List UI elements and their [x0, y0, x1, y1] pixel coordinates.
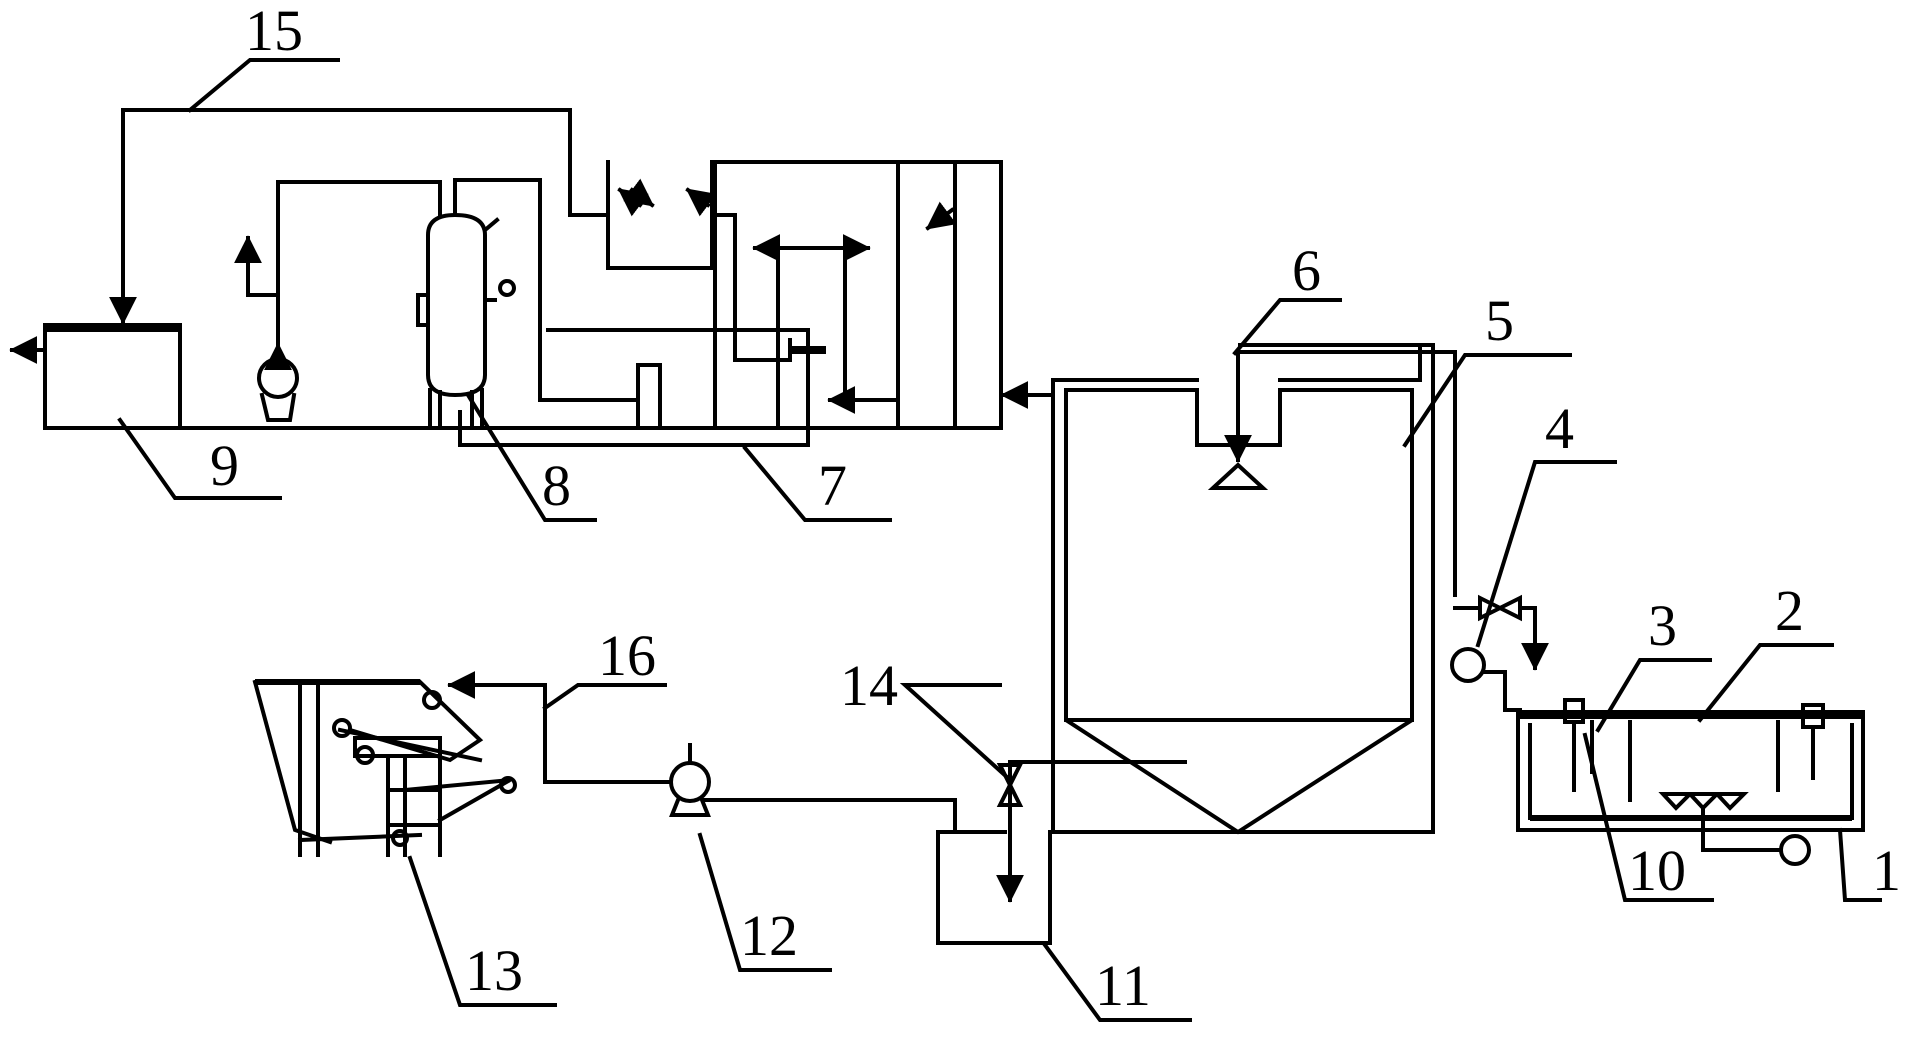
pump-12	[447, 671, 957, 834]
label-1: 1	[1872, 838, 1901, 903]
filter-press-13	[252, 679, 517, 857]
label-12: 12	[740, 903, 798, 968]
pretreatment-unit	[1450, 594, 1865, 866]
upper-treatment-unit	[9, 108, 1003, 447]
number-labels: 1 2 3 4 5 6 7 8 9 10 11 12 13 14 15 16	[210, 0, 1901, 1018]
label-2: 2	[1775, 578, 1804, 643]
label-16: 16	[598, 623, 656, 688]
return-line-15	[109, 108, 655, 325]
tank-9	[9, 323, 182, 430]
label-13: 13	[465, 938, 523, 1003]
label-10: 10	[1628, 838, 1686, 903]
sump-11	[936, 760, 1187, 945]
label-5: 5	[1485, 288, 1514, 353]
tank-7	[606, 160, 1003, 430]
label-9: 9	[210, 433, 239, 498]
leader-lines	[117, 58, 1882, 1022]
pump-upper	[234, 180, 442, 422]
label-11: 11	[1095, 953, 1151, 1018]
label-6: 6	[1292, 238, 1321, 303]
label-8: 8	[542, 453, 571, 518]
label-15: 15	[245, 0, 303, 63]
label-3: 3	[1648, 593, 1677, 658]
sedimentation-tank-5	[1000, 343, 1457, 835]
vessel-8	[416, 178, 516, 430]
label-7: 7	[818, 453, 847, 518]
label-4: 4	[1545, 396, 1574, 461]
label-14: 14	[840, 653, 898, 718]
